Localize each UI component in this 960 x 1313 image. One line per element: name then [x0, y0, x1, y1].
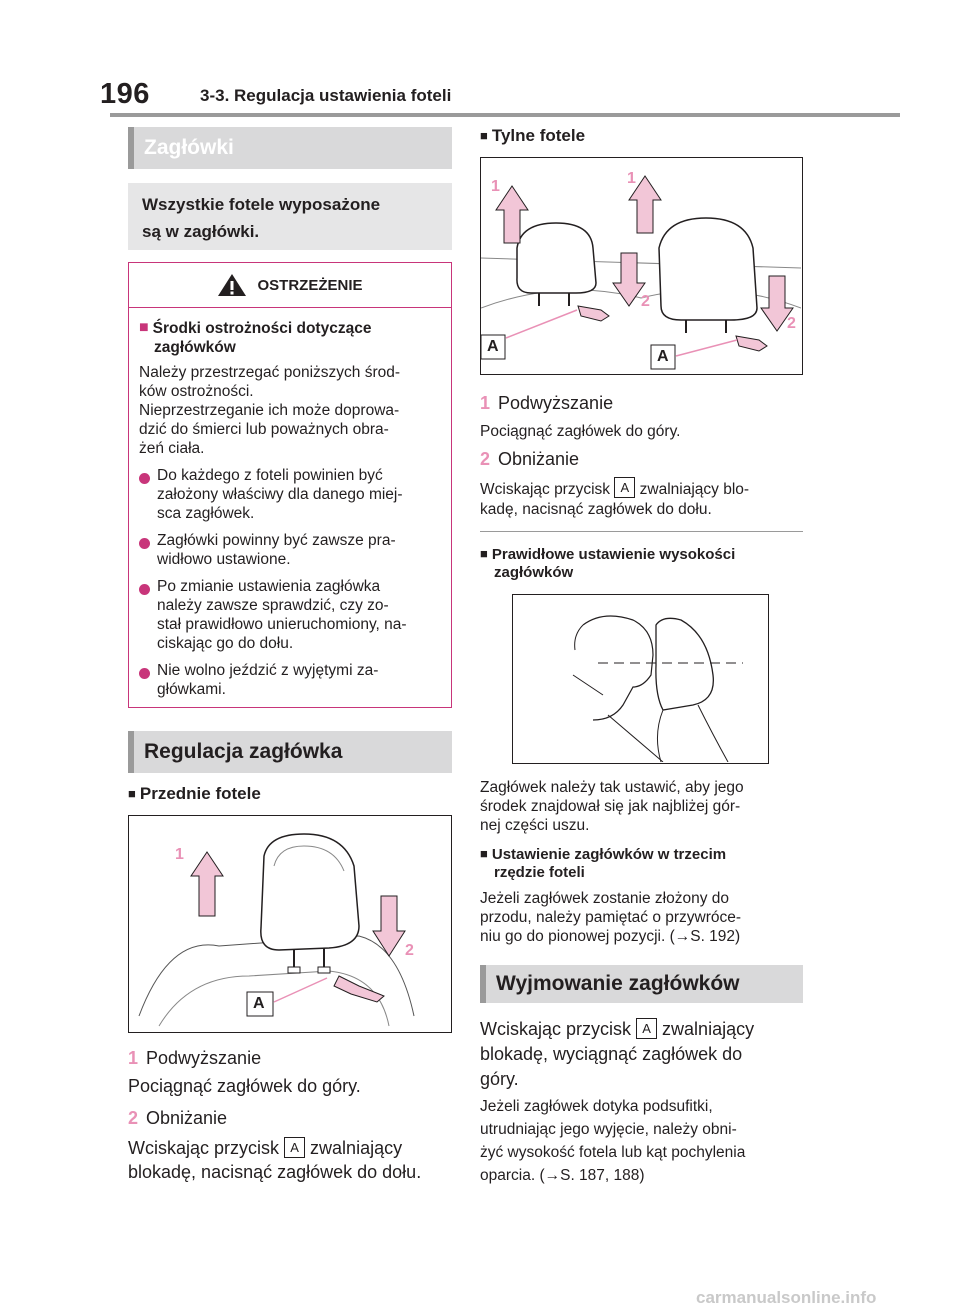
- front-step-1-text: Pociągnąć zagłówek do góry.: [128, 1076, 361, 1096]
- warning-triangle-icon: [218, 274, 247, 296]
- height-title: ■Prawidłowe ustawienie wysokości zagłówk…: [480, 546, 736, 581]
- rear-seat-figure: 1 1 2 2 A A: [480, 157, 803, 375]
- warning-subtitle: ■Środki ostrożności dotyczące zagłówków: [139, 319, 372, 356]
- third-row-text: Jeżeli zagłówek zostanie złożony do przo…: [480, 890, 742, 945]
- divider: [480, 531, 803, 532]
- rear-step-2-text-cont: kadę, nacisnąć zagłówek do dołu.: [480, 501, 712, 518]
- rear-headrest-illustration: [480, 175, 802, 370]
- warning-intro: Należy przestrzegać poniższych środ- ków…: [139, 364, 401, 457]
- heading-wyjmowanie: Wyjmowanie zagłówków: [480, 965, 803, 1003]
- button-a-label: A: [284, 1137, 306, 1158]
- figure-label-1: 1: [175, 846, 184, 863]
- info-line-2: są w zagłówki.: [142, 222, 260, 241]
- front-step-2-text-cont: blokadę, nacisnąć zagłówek do dołu.: [128, 1162, 422, 1182]
- button-a-label: A: [636, 1018, 658, 1039]
- figure-label-1: 1: [627, 170, 636, 187]
- front-seats-title: ■Przednie fotele: [128, 784, 261, 803]
- rear-seats-title: ■Tylne fotele: [480, 126, 586, 145]
- warning-title: OSTRZEŻENIE: [257, 276, 363, 294]
- height-figure: [512, 594, 769, 764]
- figure-label-a: A: [657, 348, 669, 365]
- figure-label-a: A: [487, 338, 499, 355]
- warning-bullet: Nie wolno jeździć z wyjętymi za-główkami…: [139, 661, 443, 699]
- height-text: Zagłówek należy tak ustawić, aby jego śr…: [480, 779, 744, 834]
- button-a-label: A: [614, 477, 636, 498]
- remove-note: Jeżeli zagłówek dotyka podsufitki, utrud…: [480, 1098, 746, 1184]
- head-position-illustration: [572, 615, 743, 763]
- third-row-title: ■Ustawienie zagłówków w trzecim rzędzie …: [480, 846, 727, 881]
- front-headrest-illustration: [138, 833, 415, 1027]
- section-title: 3-3. Regulacja ustawienia foteli: [200, 86, 452, 105]
- figure-label-2: 2: [787, 315, 796, 332]
- warning-bullet: Zagłówki powinny być zawsze pra-widłowo …: [139, 531, 443, 569]
- heading-regulacja: Regulacja zagłówka: [128, 731, 452, 773]
- warning-box: OSTRZEŻENIE ■Środki ostrożności dotycząc…: [128, 262, 452, 708]
- figure-label-2: 2: [641, 293, 650, 310]
- rear-step-1-text: Pociągnąć zagłówek do góry.: [480, 423, 681, 440]
- info-line-1: Wszystkie fotele wyposażone: [142, 195, 381, 214]
- figure-label-a: A: [253, 995, 265, 1012]
- front-step-2-text: Wciskając przycisk A zwalniający: [128, 1137, 403, 1158]
- page-number: 196: [100, 78, 150, 110]
- heading-zaglowki: Zagłówki: [128, 127, 452, 169]
- figure-label-1: 1: [491, 178, 500, 195]
- remove-text: Wciskając przycisk A zwalniający blokadę…: [480, 1018, 755, 1089]
- warning-body: ■Środki ostrożności dotyczące zagłówków …: [129, 308, 451, 709]
- watermark: carmanualsonline.info: [696, 1288, 877, 1307]
- warning-header: OSTRZEŻENIE: [129, 263, 451, 308]
- header-rule: [110, 113, 900, 117]
- info-box: Wszystkie fotele wyposażone są w zagłówk…: [128, 183, 452, 250]
- rear-step-2-text: Wciskając przycisk A zwalniający blo-: [480, 477, 749, 500]
- front-seat-figure: 1 2 A: [128, 815, 452, 1033]
- figure-label-2: 2: [405, 942, 414, 959]
